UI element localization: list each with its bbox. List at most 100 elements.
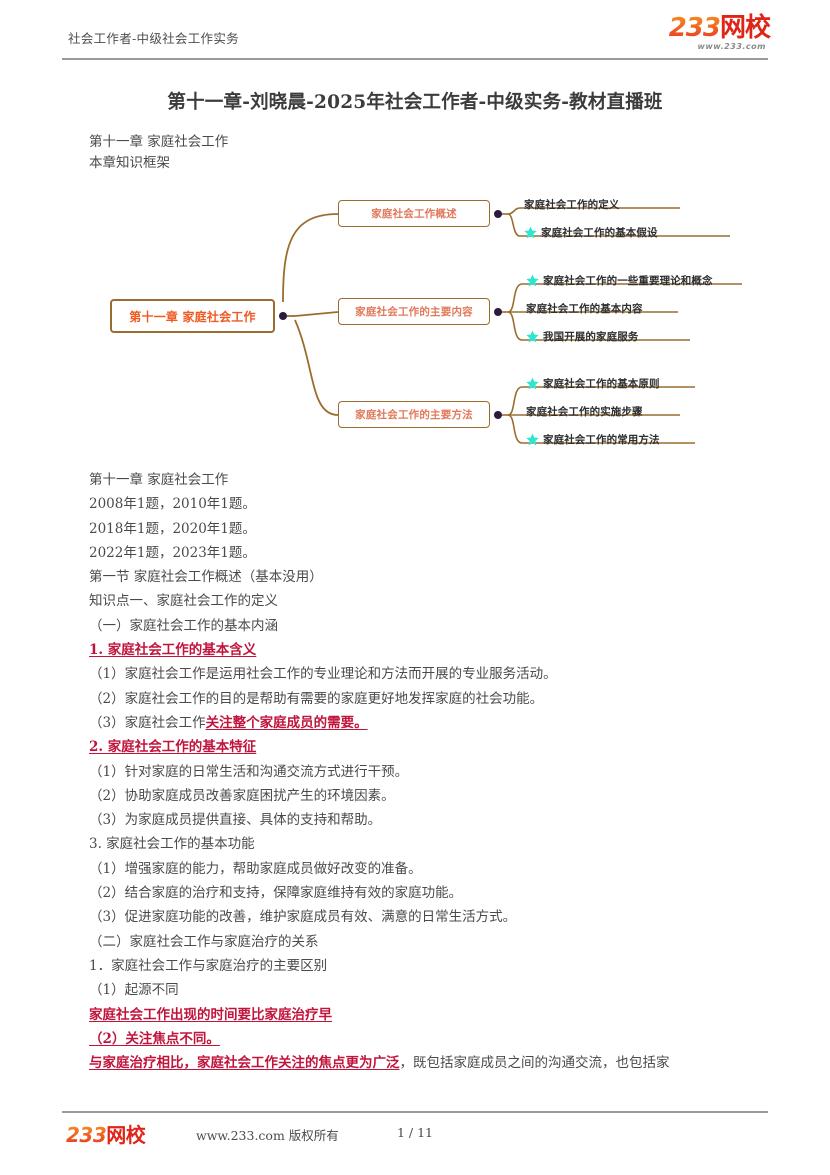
- knowledge-mindmap: 第十一章 家庭社会工作 家庭社会工作概述 家庭社会工作的定义 家庭社会工作的基本…: [90, 186, 790, 466]
- star-icon: [524, 226, 537, 238]
- body-line: 3. 家庭社会工作的基本功能: [89, 832, 779, 856]
- body-line-highlight: 2. 家庭社会工作的基本特征: [89, 739, 257, 756]
- body-line: 第一节 家庭社会工作概述（基本没用）: [89, 565, 779, 589]
- body-line: 与家庭治疗相比，家庭社会工作关注的焦点更为广泛，既包括家庭成员之间的沟通交流，也…: [89, 1051, 779, 1075]
- mindmap-leaf-3-1[interactable]: 家庭社会工作的基本原则: [522, 373, 660, 393]
- body-line-text: （1）增强家庭的能力，帮助家庭成员做好改变的准备。: [89, 860, 422, 877]
- body-line-text: （1）起源不同: [89, 982, 179, 999]
- body-line-heading: （2）关注焦点不同。: [89, 1027, 779, 1051]
- body-line: （3）促进家庭功能的改善，维护家庭成员有效、满意的日常生活方式。: [89, 905, 779, 929]
- page-header: 社会工作者-中级社会工作实务 233网校 www.233.com: [0, 0, 830, 62]
- body-line: （3）家庭社会工作关注整个家庭成员的需要。: [89, 711, 779, 735]
- body-line-text: （一）家庭社会工作的基本内涵: [89, 617, 278, 634]
- body-line-text: （3）家庭社会工作: [89, 714, 206, 731]
- mindmap-leaf-label: 家庭社会工作的定义: [524, 198, 620, 211]
- body-line: （二）家庭社会工作与家庭治疗的关系: [89, 930, 779, 954]
- body-line-text: （3）为家庭成员提供直接、具体的支持和帮助。: [89, 812, 382, 829]
- lecture-body: 第十一章 家庭社会工作 2008年1题，2010年1题。 2018年1题，202…: [89, 468, 779, 1075]
- body-line-highlight: 家庭社会工作出现的时间要比家庭治疗早: [89, 1006, 332, 1023]
- body-line-text: 2018年1题，2020年1题。: [89, 520, 256, 537]
- brand-logo: 233网校 www.233.com: [650, 13, 771, 53]
- star-icon: [526, 330, 539, 342]
- body-line-text: （2）结合家庭的治疗和支持，保障家庭维持有效的家庭功能。: [89, 885, 463, 902]
- body-line-text: 第一节 家庭社会工作概述（基本没用）: [89, 569, 323, 586]
- body-line: （1）起源不同: [89, 978, 779, 1002]
- intro-block: 第十一章 家庭社会工作 本章知识框架: [89, 132, 228, 174]
- footer-brand-logo: 233网校: [66, 1119, 146, 1148]
- body-line-text: 3. 家庭社会工作的基本功能: [89, 836, 255, 853]
- body-line-highlight: 1. 家庭社会工作的基本含义: [89, 642, 257, 659]
- body-line: 知识点一、家庭社会工作的定义: [89, 589, 779, 613]
- mindmap-leaf-label: 家庭社会工作的基本内容: [526, 302, 643, 315]
- body-line: （2）家庭社会工作的目的是帮助有需要的家庭更好地发挥家庭的社会功能。: [89, 687, 779, 711]
- body-line-heading: 1. 家庭社会工作的基本含义: [89, 638, 779, 662]
- mindmap-root-dot[interactable]: [279, 312, 287, 320]
- mindmap-leaf-label: 家庭社会工作的基本原则: [543, 377, 660, 390]
- body-line-text: （1）针对家庭的日常生活和沟通交流方式进行干预。: [89, 763, 409, 780]
- body-line: 2018年1题，2020年1题。: [89, 517, 779, 541]
- body-line-highlight: 关注整个家庭成员的需要。: [205, 714, 368, 731]
- mindmap-leaf-label: 家庭社会工作的基本假设: [541, 226, 658, 239]
- mindmap-leaf-1-1[interactable]: 家庭社会工作的定义: [520, 194, 619, 214]
- brand-logo-text: 233网校: [650, 13, 771, 43]
- body-line-text: （2）家庭社会工作的目的是帮助有需要的家庭更好地发挥家庭的社会功能。: [89, 690, 544, 707]
- body-line-text: （2）协助家庭成员改善家庭困扰产生的环境因素。: [89, 787, 395, 804]
- body-line-highlight: 与家庭治疗相比，家庭社会工作关注的焦点更为广泛: [89, 1055, 400, 1072]
- body-line-text: ，既包括家庭成员之间的沟通交流，也包括家: [399, 1055, 670, 1072]
- mindmap-branch-3-dot[interactable]: [494, 411, 502, 419]
- mindmap-leaf-3-3[interactable]: 家庭社会工作的常用方法: [522, 429, 660, 449]
- mindmap-branch-1[interactable]: 家庭社会工作概述: [338, 200, 490, 227]
- body-line: 1．家庭社会工作与家庭治疗的主要区别: [89, 954, 779, 978]
- mindmap-leaf-2-3[interactable]: 我国开展的家庭服务: [522, 326, 638, 346]
- mindmap-branch-3[interactable]: 家庭社会工作的主要方法: [338, 401, 490, 428]
- page-footer: 233网校 www.233.com 版权所有 1 / 11: [0, 1109, 830, 1175]
- body-line-text: 2022年1题，2023年1题。: [89, 544, 256, 561]
- mindmap-leaf-3-2[interactable]: 家庭社会工作的实施步骤: [522, 401, 643, 421]
- brand-logo-url: www.233.com: [697, 42, 766, 51]
- body-line-text: （1）家庭社会工作是运用社会工作的专业理论和方法而开展的专业服务活动。: [89, 666, 557, 683]
- mindmap-connectors: [282, 207, 742, 444]
- mindmap-leaf-2-1[interactable]: 家庭社会工作的一些重要理论和概念: [522, 270, 713, 290]
- mindmap-leaf-label: 家庭社会工作的一些重要理论和概念: [543, 274, 713, 287]
- body-line: （1）家庭社会工作是运用社会工作的专业理论和方法而开展的专业服务活动。: [89, 662, 779, 686]
- body-line: （1）针对家庭的日常生活和沟通交流方式进行干预。: [89, 760, 779, 784]
- footer-logo-number: 233: [66, 1123, 107, 1147]
- star-icon: [526, 274, 539, 286]
- body-line-text: （3）促进家庭功能的改善，维护家庭成员有效、满意的日常生活方式。: [89, 909, 517, 926]
- page-title: 第十一章-刘晓晨-2025年社会工作者-中级实务-教材直播班: [167, 92, 663, 113]
- body-line: 2008年1题，2010年1题。: [89, 492, 779, 516]
- footer-page-number: 1 / 11: [396, 1125, 434, 1140]
- body-line-text: 知识点一、家庭社会工作的定义: [89, 593, 278, 610]
- mindmap-root-node[interactable]: 第十一章 家庭社会工作: [110, 299, 275, 333]
- body-line: 2022年1题，2023年1题。: [89, 541, 779, 565]
- header-divider: [62, 58, 768, 60]
- brand-logo-name: 网校: [719, 13, 771, 43]
- body-line: （3）为家庭成员提供直接、具体的支持和帮助。: [89, 808, 779, 832]
- footer-copyright: www.233.com 版权所有: [196, 1128, 339, 1143]
- body-line: 第十一章 家庭社会工作: [89, 468, 779, 492]
- mindmap-leaf-2-2[interactable]: 家庭社会工作的基本内容: [522, 298, 643, 318]
- body-line-text: （二）家庭社会工作与家庭治疗的关系: [89, 933, 319, 950]
- breadcrumb: 社会工作者-中级社会工作实务: [68, 31, 239, 46]
- footer-logo-name: 网校: [106, 1123, 146, 1147]
- intro-line-1: 第十一章 家庭社会工作: [89, 134, 229, 150]
- body-line-text: 2008年1题，2010年1题。: [89, 496, 256, 513]
- body-line: （2）结合家庭的治疗和支持，保障家庭维持有效的家庭功能。: [89, 881, 779, 905]
- mindmap-leaf-1-2[interactable]: 家庭社会工作的基本假设: [520, 222, 658, 242]
- mindmap-branch-2[interactable]: 家庭社会工作的主要内容: [338, 298, 490, 325]
- mindmap-leaf-label: 家庭社会工作的常用方法: [543, 433, 660, 446]
- intro-line-2: 本章知识框架: [89, 155, 170, 171]
- body-line: （1）增强家庭的能力，帮助家庭成员做好改变的准备。: [89, 857, 779, 881]
- star-icon: [526, 377, 539, 389]
- body-line: （2）协助家庭成员改善家庭困扰产生的环境因素。: [89, 784, 779, 808]
- mindmap-branch-2-dot[interactable]: [494, 308, 502, 316]
- footer-divider: [62, 1111, 768, 1113]
- mindmap-branch-1-dot[interactable]: [494, 210, 502, 218]
- mindmap-leaf-label: 家庭社会工作的实施步骤: [526, 405, 643, 418]
- body-line-text: 第十一章 家庭社会工作: [89, 472, 229, 488]
- body-line: （一）家庭社会工作的基本内涵: [89, 614, 779, 638]
- mindmap-leaf-label: 我国开展的家庭服务: [543, 330, 639, 343]
- brand-logo-number: 233: [668, 13, 721, 43]
- body-line-highlight: （2）关注焦点不同。: [89, 1030, 220, 1047]
- body-line-heading: 家庭社会工作出现的时间要比家庭治疗早: [89, 1003, 779, 1027]
